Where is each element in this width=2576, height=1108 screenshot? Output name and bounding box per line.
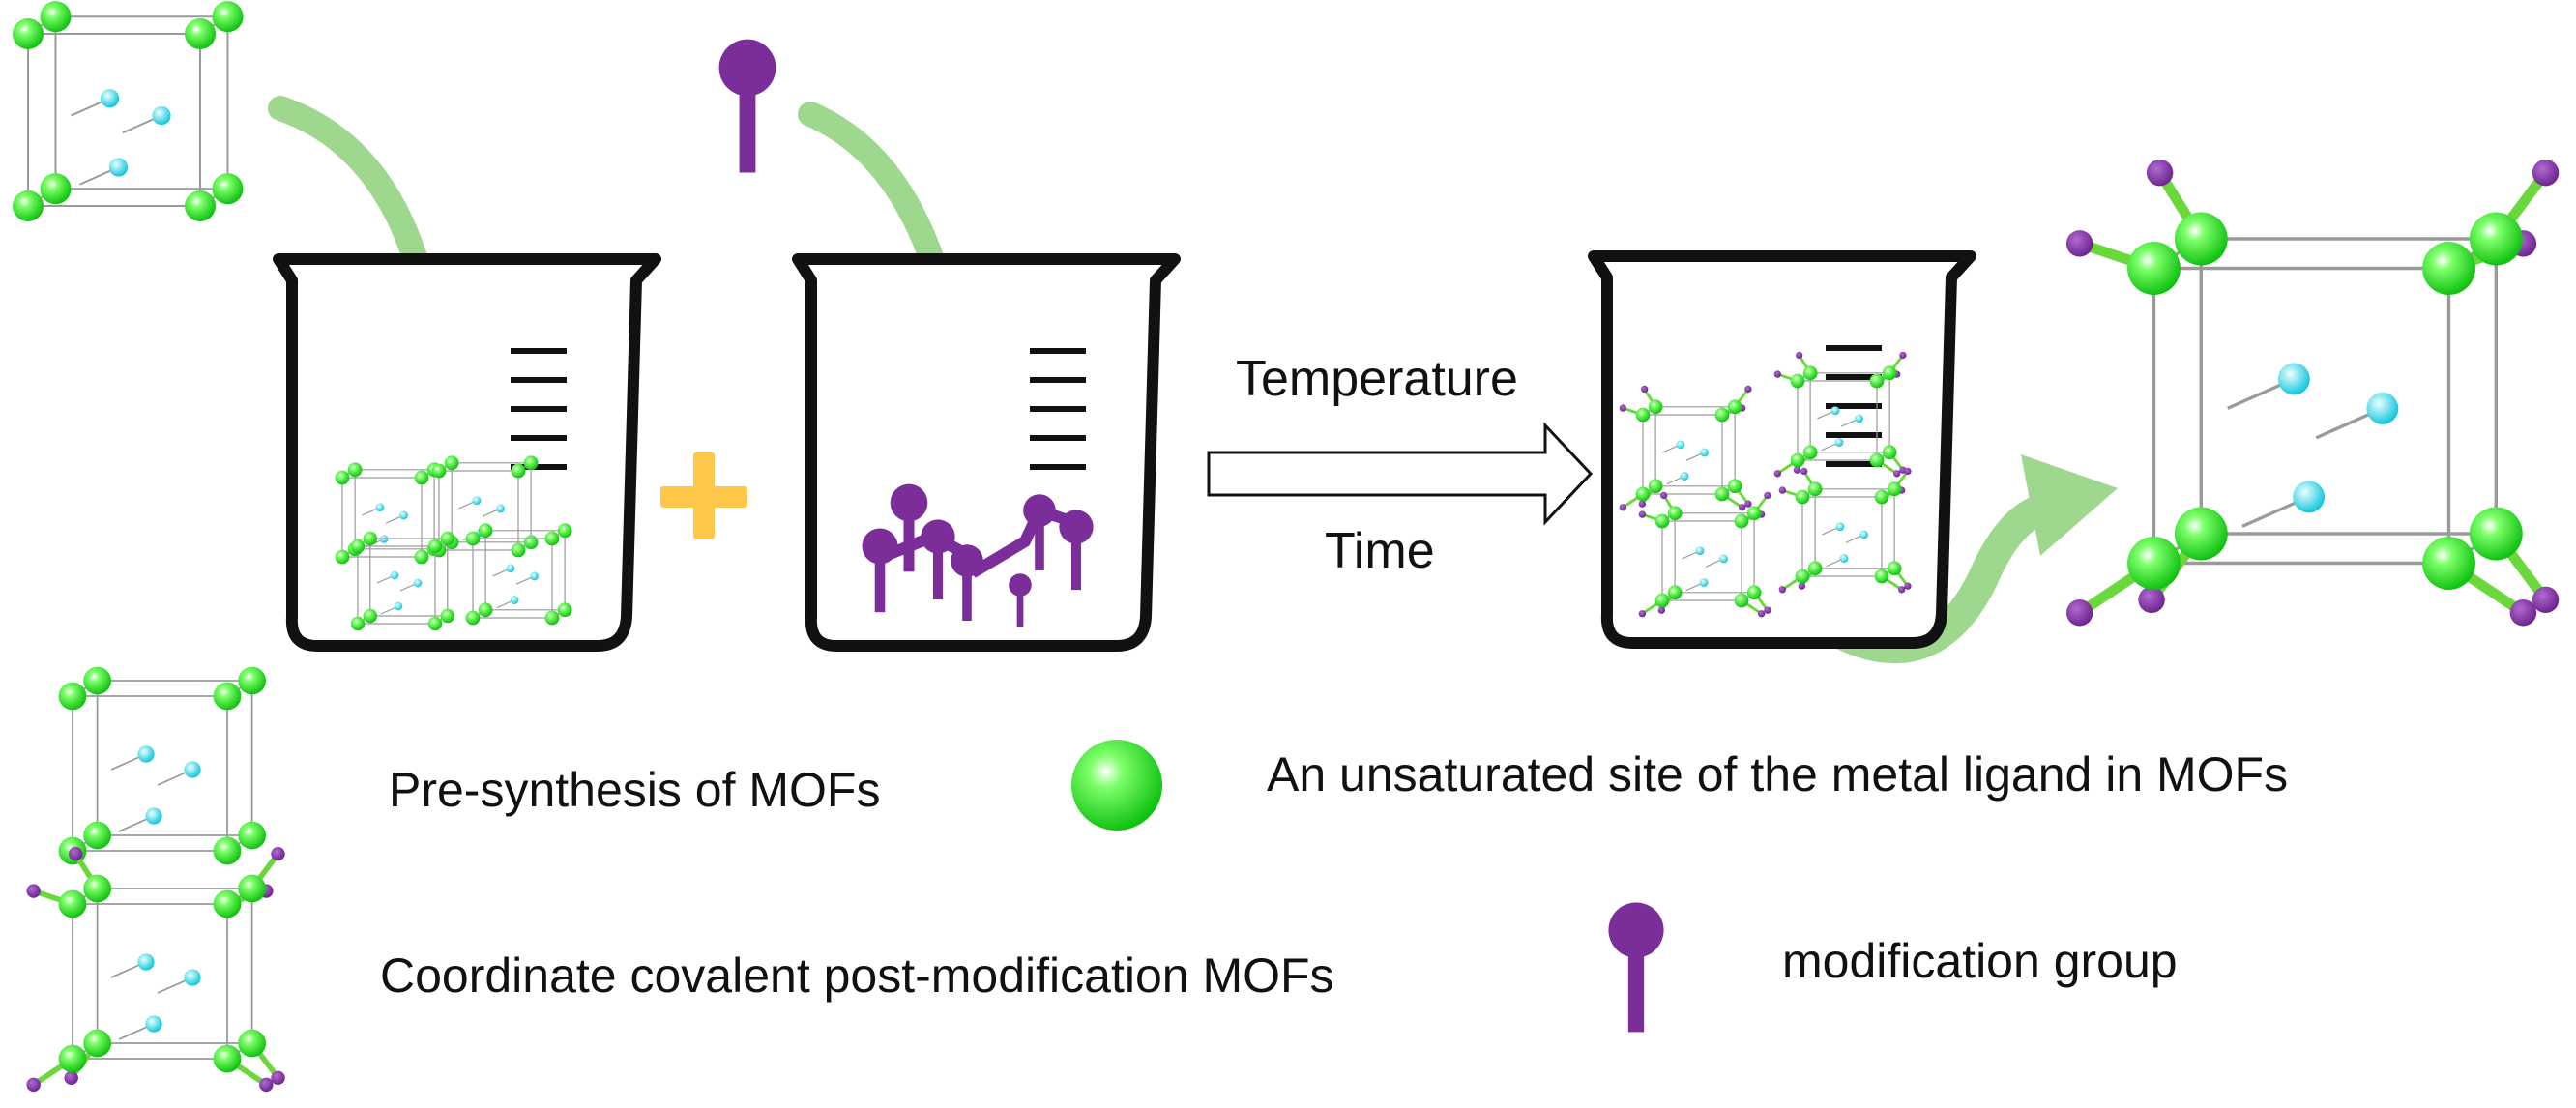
- modified-mof-product: [2065, 159, 2560, 627]
- mof-input-icon: [12, 1, 244, 222]
- beaker-modification-group: [792, 253, 1181, 652]
- legend-pre-synthesis-icon: [58, 666, 266, 865]
- arrow-beaker-to-product-head: [2021, 454, 2118, 556]
- modification-group-in-beaker: [951, 544, 983, 621]
- modified-mof-in-beaker-3: [1619, 385, 1752, 511]
- modified-mof-in-beaker-3: [1773, 351, 1907, 478]
- plus-sign: [660, 452, 747, 539]
- molecular-structures: [12, 1, 2560, 1093]
- legend-modification-group-label: modification group: [1782, 934, 2178, 988]
- legend-unsaturated-site-icon: [1071, 740, 1162, 831]
- legend-unsaturated-site-label: An unsaturated site of the metal ligand …: [1267, 747, 2289, 802]
- modification-group-in-beaker: [921, 519, 955, 600]
- modification-group-input-icon: [718, 39, 776, 173]
- legend-post-modification-label: Coordinate covalent post-modification MO…: [380, 948, 1334, 1003]
- modification-group-in-beaker: [1009, 573, 1032, 627]
- legend-modification-group-icon: [1608, 902, 1664, 1033]
- modification-group-in-beaker: [1023, 494, 1056, 570]
- time-label: Time: [1325, 523, 1435, 579]
- modified-mof-in-beaker-3: [1638, 491, 1771, 618]
- mof-in-beaker-1: [350, 531, 454, 631]
- mof-in-beaker-1: [465, 523, 572, 626]
- beaker-reaction: [1588, 250, 1976, 649]
- modification-group-in-beaker: [1059, 510, 1094, 591]
- modification-group-in-beaker: [862, 528, 898, 613]
- beaker-mof: [273, 253, 661, 652]
- process-arrow: [1207, 422, 1594, 526]
- modification-group-in-beaker: [890, 483, 928, 572]
- legend-post-modification-icon: [26, 846, 285, 1093]
- legend-pre-synthesis-label: Pre-synthesis of MOFs: [389, 763, 881, 817]
- modified-mof-in-beaker-3: [1778, 467, 1912, 594]
- temperature-label: Temperature: [1236, 351, 1518, 407]
